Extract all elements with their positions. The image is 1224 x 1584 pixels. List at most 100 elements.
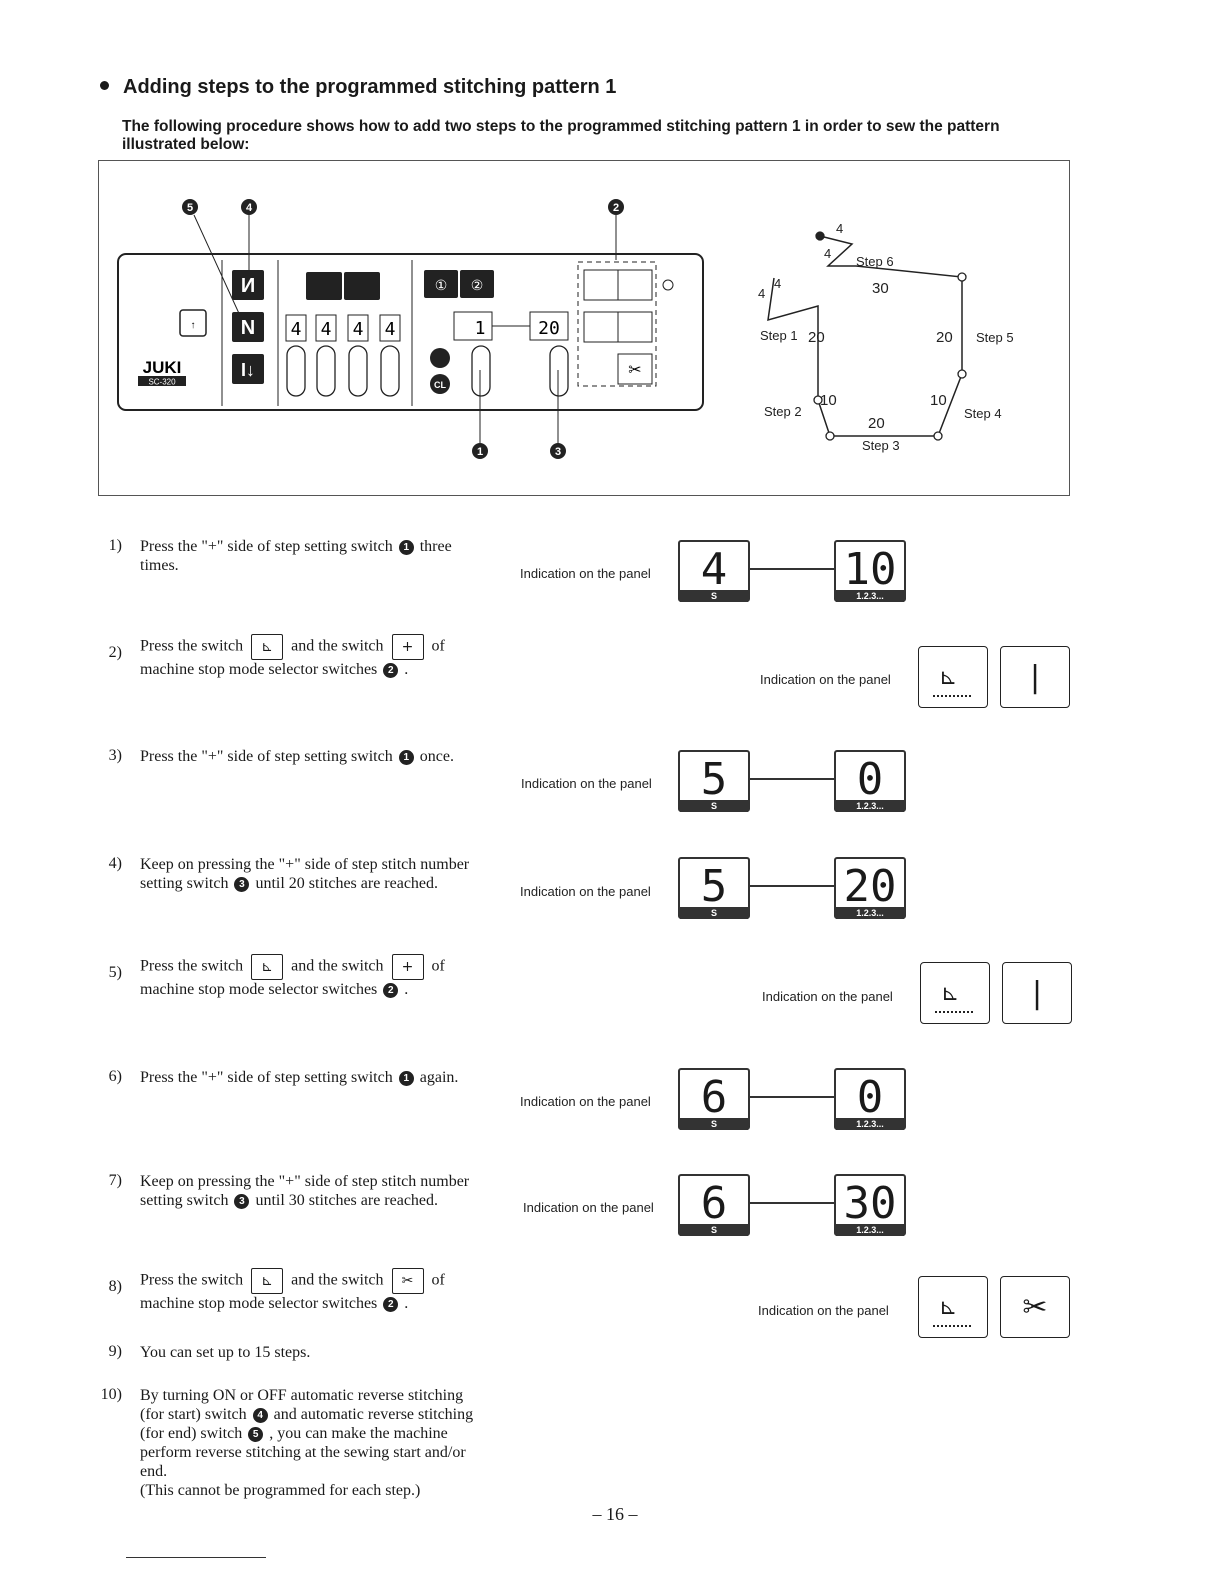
step-text: Press the "+" side of step setting switc…: [140, 538, 452, 574]
digit-plus-minus-switches[interactable]: [286, 345, 569, 397]
switch-symbol-icon: ⊾: [251, 954, 284, 980]
step-number: 5): [108, 964, 122, 981]
step-text: Keep on pressing the "+" side of step st…: [140, 856, 470, 892]
stop-foot-down-switch[interactable]: [617, 311, 653, 343]
svg-text:↑: ↑: [191, 320, 196, 331]
display-connector: [750, 1096, 834, 1098]
step-text: You can set up to 15 steps.: [140, 1344, 311, 1361]
svg-text:1: 1: [475, 318, 486, 339]
reverse-start-switch[interactable]: [232, 270, 264, 300]
presser-foot-switch[interactable]: [179, 309, 207, 337]
svg-text:20: 20: [538, 318, 560, 339]
memory-switch[interactable]: [430, 348, 450, 368]
svg-text:Step 2: Step 2: [764, 404, 802, 419]
indication-label: Indication on the panel: [762, 989, 893, 1004]
display-value: 6: [700, 1072, 728, 1123]
display-connector: [750, 778, 834, 780]
svg-text:10: 10: [820, 392, 837, 409]
marker-2: 2: [608, 199, 624, 215]
page-number: – 16 –: [592, 1504, 638, 1524]
svg-text:N: N: [241, 317, 255, 339]
strip-label-s: S: [680, 800, 748, 812]
display-value: 6: [700, 1178, 728, 1229]
step-number: 2): [108, 644, 122, 661]
display-value: 5: [700, 861, 728, 912]
switch-symbol-icon: +: [391, 634, 424, 660]
digit-columns: 4 4 4 4: [285, 314, 401, 342]
svg-text:4: 4: [824, 246, 831, 261]
pattern-1-switch[interactable]: [424, 270, 458, 298]
display-value: 4: [700, 544, 728, 595]
section-heading: Adding steps to the programmed stitching…: [100, 76, 616, 99]
needle-down-indicator-icon: |: [1002, 962, 1072, 1024]
step-number: 7): [108, 1172, 122, 1189]
svg-text:②: ②: [471, 277, 484, 293]
intro-paragraph: The following procedure shows how to add…: [122, 118, 1000, 153]
strip-label-steps: 1.2.3...: [836, 590, 904, 602]
step-number: 10): [100, 1386, 122, 1403]
indication-label: Indication on the panel: [520, 1094, 651, 1109]
step-number: 8): [108, 1278, 122, 1295]
svg-text:Step 4: Step 4: [964, 406, 1002, 421]
marker-circle-icon: 3: [234, 876, 250, 892]
marker-circle-icon: 3: [234, 1193, 250, 1209]
condensation-switch[interactable]: [232, 354, 264, 384]
switch-symbol-icon: ⊾: [251, 1268, 284, 1294]
marker-circle-icon: 4: [252, 1407, 268, 1423]
pattern-mode-switch-a[interactable]: [306, 272, 342, 300]
stop-at-needle-down-switch[interactable]: [617, 269, 653, 301]
svg-text:20: 20: [868, 415, 885, 432]
strip-label-steps: 1.2.3...: [836, 800, 904, 812]
marker-circle-icon: 2: [383, 1296, 399, 1312]
step-text: By turning ON or OFF automatic reverse s…: [140, 1387, 474, 1499]
switch-symbol-icon: ✂: [391, 1268, 424, 1294]
reverse-end-switch[interactable]: [232, 312, 264, 342]
foot-up-indicator-icon: ⊾: [918, 646, 988, 708]
svg-text:20: 20: [936, 329, 953, 346]
svg-text:2: 2: [613, 202, 619, 214]
strip-label-s: S: [680, 907, 748, 919]
indication-label: Indication on the panel: [520, 566, 651, 581]
step-display: [453, 311, 493, 341]
svg-text:30: 30: [872, 280, 889, 297]
step-number: 6): [108, 1068, 122, 1085]
display-value: 0: [856, 754, 884, 805]
stitch-pattern-diagram: [767, 235, 963, 437]
step-number: 4): [108, 855, 122, 872]
strip-label-steps: 1.2.3...: [836, 1224, 904, 1236]
display-value: 30: [843, 1178, 897, 1229]
svg-text:4: 4: [291, 319, 302, 340]
pattern-mode-switch-b[interactable]: [344, 272, 380, 300]
svg-text:Step 5: Step 5: [976, 330, 1014, 345]
thread-trim-switch[interactable]: [617, 353, 653, 385]
stop-at-needle-up-switch[interactable]: [583, 269, 619, 301]
svg-text:✂: ✂: [628, 360, 641, 379]
stop-mode-selector-group: [577, 261, 657, 387]
svg-text:4: 4: [321, 319, 332, 340]
model-label: SC-320: [148, 378, 176, 387]
clear-switch[interactable]: [430, 374, 450, 394]
marker-circle-icon: 2: [383, 662, 399, 678]
footer-rule: [126, 1557, 266, 1558]
thread-trim-indicator-icon: ✂: [1000, 1276, 1070, 1338]
display-value: 0: [856, 1072, 884, 1123]
svg-text:4: 4: [774, 276, 781, 291]
svg-text:10: 10: [930, 392, 947, 409]
foot-up-indicator-icon: ⊾: [918, 1276, 988, 1338]
indication-label: Indication on the panel: [760, 672, 891, 687]
svg-text:I↓: I↓: [241, 360, 255, 380]
marker-circle-icon: 5: [248, 1426, 264, 1442]
figure-box: [98, 160, 1070, 496]
svg-text:Step 3: Step 3: [862, 438, 900, 453]
stop-foot-up-switch[interactable]: [583, 311, 619, 343]
strip-label-s: S: [680, 590, 748, 602]
switch-symbol-icon: ⊾: [251, 634, 284, 660]
marker-circle-icon: 1: [398, 749, 414, 765]
marker-circle-icon: 2: [383, 982, 399, 998]
control-panel-figure: 5 4 2 1 3 ↑ JUKI SC-320 И N I↓ 4 4 4 4 ①…: [117, 199, 1014, 459]
bullet-icon: [100, 81, 109, 91]
pattern-2-switch[interactable]: [460, 270, 494, 298]
needle-down-indicator-icon: |: [1000, 646, 1070, 708]
